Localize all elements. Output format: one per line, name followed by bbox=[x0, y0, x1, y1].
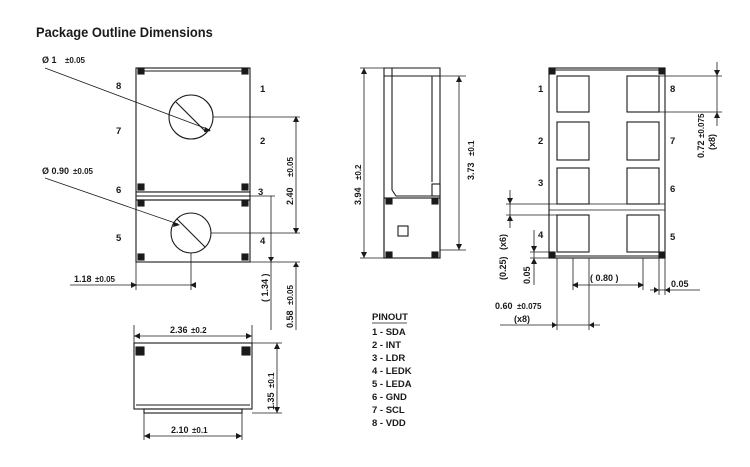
pinout-item: 7 - SCL bbox=[372, 405, 405, 416]
bottom-pin-8: 8 bbox=[670, 84, 675, 95]
bottom-pin-1: 1 bbox=[538, 84, 544, 95]
hole1-diameter-tol: ±0.05 bbox=[65, 56, 86, 65]
front-base-dim: 2.10 bbox=[171, 425, 189, 435]
edge-pad-dim: (0.25) bbox=[498, 256, 508, 280]
center-x-tol: ±0.05 bbox=[95, 275, 116, 284]
pinout-item: 5 - LEDA bbox=[372, 379, 412, 390]
front-height-tol: ±0.1 bbox=[267, 372, 276, 388]
top-view-upper-body bbox=[135, 67, 251, 193]
right-gap-dim: 0.05 bbox=[671, 279, 689, 289]
page-title: Package Outline Dimensions bbox=[36, 24, 213, 40]
bottom-dim: 0.58 bbox=[285, 310, 295, 328]
pad-6 bbox=[626, 167, 660, 205]
pad-2 bbox=[556, 121, 590, 161]
body-height-tol: ±0.1 bbox=[467, 140, 476, 156]
top-pin-6: 6 bbox=[116, 185, 121, 196]
edge-pad-mult: (x6) bbox=[498, 234, 508, 250]
bottom-dim-tol: ±0.05 bbox=[286, 284, 295, 305]
side-view bbox=[360, 67, 466, 259]
center-x-dim: 1.18 bbox=[74, 274, 92, 284]
pinout-item: 8 - VDD bbox=[372, 418, 406, 429]
pinout-heading: PINOUT bbox=[372, 312, 408, 323]
top-pin-3: 3 bbox=[258, 187, 263, 198]
lower-dim: ( 1.34 ) bbox=[260, 273, 270, 302]
top-pin-7: 7 bbox=[116, 126, 121, 137]
pad-5 bbox=[626, 214, 660, 253]
small-gap-dim: 0.05 bbox=[522, 266, 532, 284]
bottom-pin-3: 3 bbox=[538, 178, 543, 189]
top-view-lower-body bbox=[135, 199, 251, 263]
front-width-tol: ±0.2 bbox=[191, 326, 207, 335]
pitch-dim: 2.40 bbox=[285, 187, 295, 205]
top-pin-8: 8 bbox=[116, 81, 121, 92]
pinout-item: 1 - SDA bbox=[372, 327, 406, 338]
pinout-item: 3 - LDR bbox=[372, 353, 405, 364]
hole1-diameter-label: Ø 1 bbox=[42, 55, 57, 65]
pad-height-tol: ±0.075 bbox=[697, 113, 706, 138]
bottom-pin-2: 2 bbox=[538, 136, 543, 147]
pitch-dim-tol: ±0.05 bbox=[286, 156, 295, 177]
bottom-pin-5: 5 bbox=[670, 232, 676, 243]
pad-width-dim: 0.60 bbox=[495, 301, 513, 311]
front-width-dim: 2.36 bbox=[170, 325, 188, 335]
bottom-pin-6: 6 bbox=[670, 184, 675, 195]
top-pin-4: 4 bbox=[260, 236, 266, 247]
pad-8 bbox=[626, 75, 660, 113]
pad-7 bbox=[626, 121, 660, 161]
pad-1 bbox=[556, 75, 590, 113]
pinout-item: 6 - GND bbox=[372, 392, 407, 403]
pad-width-tol: ±0.075 bbox=[517, 302, 542, 311]
hole2-diameter-tol: ±0.05 bbox=[73, 167, 94, 176]
front-base-tol: ±0.1 bbox=[192, 426, 208, 435]
pad-height-mult: (x8) bbox=[707, 134, 717, 150]
total-height-dim: 3.94 bbox=[353, 187, 363, 205]
pad-height-dim: 0.72 bbox=[696, 140, 706, 158]
top-pin-5: 5 bbox=[116, 233, 122, 244]
body-height-dim: 3.73 bbox=[466, 162, 476, 180]
hole2-diameter-label: Ø 0.90 bbox=[42, 166, 69, 176]
pinout-item: 4 - LEDK bbox=[372, 366, 412, 377]
pinout-table: PINOUT 1 - SDA 2 - INT 3 - LDR 4 - LEDK … bbox=[372, 312, 412, 429]
pad-4 bbox=[556, 214, 590, 253]
bottom-pin-7: 7 bbox=[670, 136, 675, 147]
pad-pitch-dim: ( 0.80 ) bbox=[590, 273, 619, 283]
pad-width-mult: (x8) bbox=[514, 314, 530, 324]
front-height-dim: 1.35 bbox=[266, 392, 276, 410]
top-pin-2: 2 bbox=[260, 136, 265, 147]
top-pin-1: 1 bbox=[260, 84, 266, 95]
total-height-tol: ±0.2 bbox=[354, 164, 363, 180]
front-view bbox=[133, 325, 282, 440]
top-view bbox=[44, 67, 300, 330]
pinout-item: 2 - INT bbox=[372, 340, 401, 351]
bottom-view bbox=[500, 62, 722, 330]
pad-3 bbox=[556, 167, 590, 205]
bottom-pin-4: 4 bbox=[538, 230, 544, 241]
